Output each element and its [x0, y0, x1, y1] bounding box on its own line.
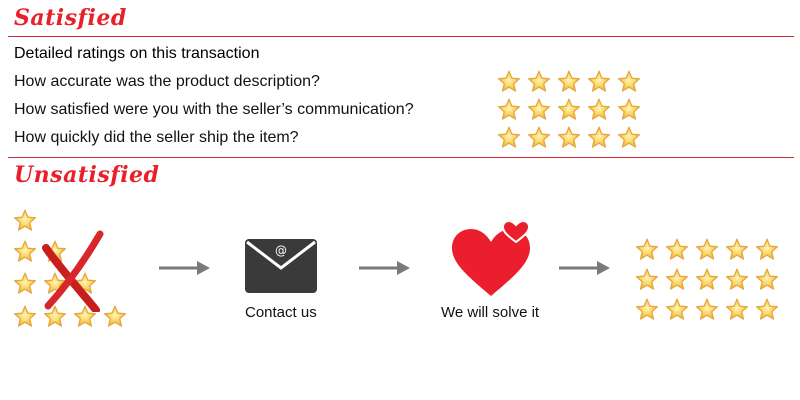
envelope-icon: @ — [245, 239, 317, 293]
star-icon — [694, 237, 720, 263]
star-icon — [754, 237, 780, 263]
star-icon — [616, 69, 642, 95]
arrow-right-icon — [559, 261, 610, 275]
cross-icon — [42, 230, 104, 312]
star-icon — [526, 125, 552, 151]
star-icon — [12, 304, 38, 330]
heart-icon — [452, 219, 531, 296]
star-icon — [586, 125, 612, 151]
star-icon — [496, 97, 522, 123]
star-icon — [556, 69, 582, 95]
star-icon — [526, 69, 552, 95]
unsatisfied-title: Unsatisfied — [14, 162, 160, 188]
star-icon — [634, 297, 660, 323]
contact-us-label: Contact us — [245, 304, 317, 321]
star-icon — [724, 267, 750, 293]
star-icon — [616, 97, 642, 123]
we-will-solve-it-label: We will solve it — [441, 304, 540, 321]
star-icon — [526, 97, 552, 123]
star-icon — [634, 267, 660, 293]
rating-question-shipping: How quickly did the seller ship the item… — [14, 129, 299, 146]
full-rating-stars — [634, 237, 780, 327]
star-icon — [616, 125, 642, 151]
divider-middle — [8, 157, 794, 158]
star-icon — [12, 239, 38, 265]
star-icon — [496, 69, 522, 95]
star-icon — [664, 267, 690, 293]
arrow-right-icon — [359, 261, 410, 275]
arrow-right-icon — [159, 261, 210, 275]
star-icon — [634, 237, 660, 263]
star-icon — [664, 237, 690, 263]
star-icon — [12, 208, 38, 234]
rating-stars-communication — [496, 97, 642, 123]
divider-top — [8, 36, 794, 37]
star-icon — [724, 237, 750, 263]
star-icon — [556, 97, 582, 123]
star-icon — [496, 125, 522, 151]
star-icon — [556, 125, 582, 151]
star-icon — [754, 297, 780, 323]
rating-question-accuracy: How accurate was the product description… — [14, 73, 320, 90]
star-icon — [754, 267, 780, 293]
star-icon — [586, 97, 612, 123]
rating-question-communication: How satisfied were you with the seller’s… — [14, 101, 414, 118]
star-icon — [664, 297, 690, 323]
svg-text:@: @ — [275, 244, 287, 258]
satisfied-title: Satisfied — [14, 5, 127, 31]
rating-stars-shipping — [496, 125, 642, 151]
star-icon — [12, 271, 38, 297]
star-icon — [694, 297, 720, 323]
star-icon — [724, 297, 750, 323]
rating-stars-accuracy — [496, 69, 642, 95]
ratings-heading: Detailed ratings on this transaction — [14, 45, 260, 62]
star-icon — [694, 267, 720, 293]
star-icon — [586, 69, 612, 95]
